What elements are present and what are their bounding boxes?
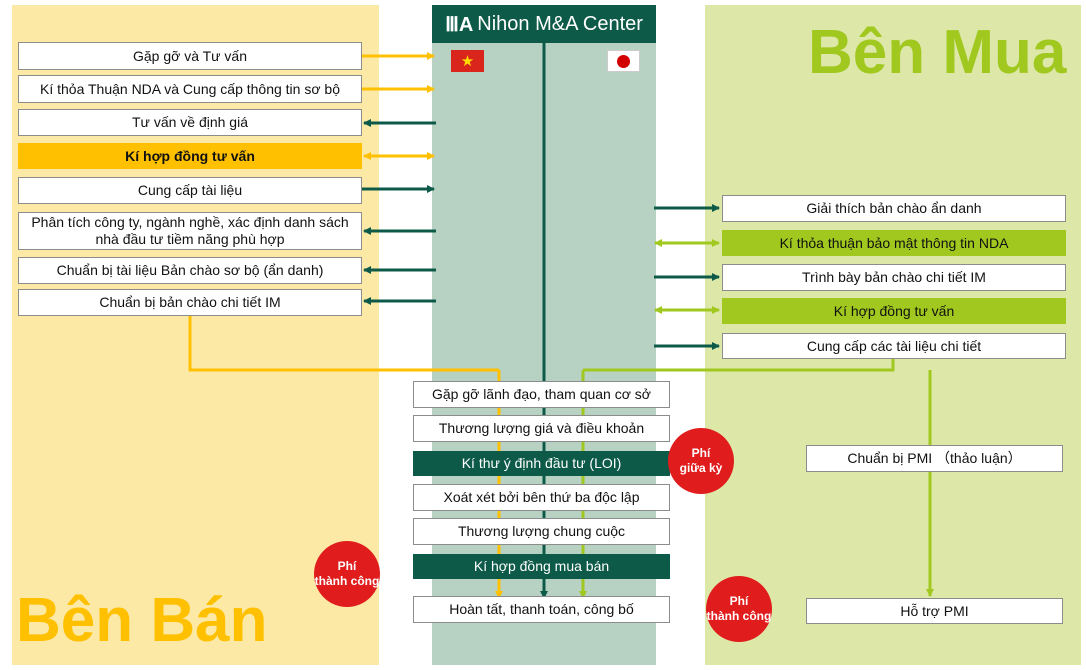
seller-step-nda: Kí thỏa Thuận NDA và Cung cấp thông tin … [18, 75, 362, 103]
joint-step-price-negotiation: Thương lượng giá và điều khoản [413, 415, 670, 442]
joint-step-site-visit: Gặp gỡ lãnh đạo, tham quan cơ sở [413, 381, 670, 408]
buyer-step-pmi-support: Hỗ trợ PMI [806, 598, 1063, 624]
seller-step-documents: Cung cấp tài liệu [18, 177, 362, 204]
japan-flag-icon [607, 50, 640, 72]
success-fee-badge-left: Phí thành công [314, 541, 380, 607]
logo-header: ⅢA Nihon M&A Center [432, 5, 656, 43]
seller-step-advisory-contract: Kí hợp đồng tư vấn [18, 143, 362, 169]
buyer-step-advisory-contract: Kí hợp đồng tư vấn [722, 298, 1066, 324]
seller-step-teaser: Chuẩn bị tài liệu Bản chào sơ bộ (ẩn dan… [18, 257, 362, 284]
seller-step-im: Chuẩn bị bản chào chi tiết IM [18, 289, 362, 316]
buyer-step-teaser: Giải thích bản chào ẩn danh [722, 195, 1066, 222]
buyer-title: Bên Mua [808, 18, 1067, 87]
seller-step-valuation: Tư vấn về định giá [18, 109, 362, 136]
midterm-fee-badge: Phí giữa kỳ [668, 428, 734, 494]
seller-title: Bên Bán [16, 586, 268, 655]
logo-text: Nihon M&A Center [477, 12, 643, 35]
joint-step-due-diligence: Xoát xét bởi bên thứ ba độc lập [413, 484, 670, 511]
seller-step-meeting: Gặp gỡ và Tư vấn [18, 42, 362, 70]
joint-step-closing: Hoàn tất, thanh toán, công bố [413, 596, 670, 623]
joint-step-final-negotiation: Thương lượng chung cuộc [413, 518, 670, 545]
success-fee-badge-right: Phí thành công [706, 576, 772, 642]
vietnam-flag-icon: ★ [451, 50, 484, 72]
joint-step-loi: Kí thư ý định đầu tư (LOI) [413, 451, 670, 476]
buyer-step-detailed-docs: Cung cấp các tài liệu chi tiết [722, 333, 1066, 359]
logo-mark-icon: ⅢA [445, 13, 474, 36]
buyer-step-im: Trình bày bản chào chi tiết IM [722, 264, 1066, 291]
seller-step-analysis: Phân tích công ty, ngành nghề, xác định … [18, 212, 362, 250]
buyer-step-nda: Kí thỏa thuận bảo mật thông tin NDA [722, 230, 1066, 256]
buyer-step-pmi-prep: Chuẩn bị PMI （thảo luận） [806, 445, 1063, 472]
joint-step-spa: Kí hợp đồng mua bán [413, 554, 670, 579]
